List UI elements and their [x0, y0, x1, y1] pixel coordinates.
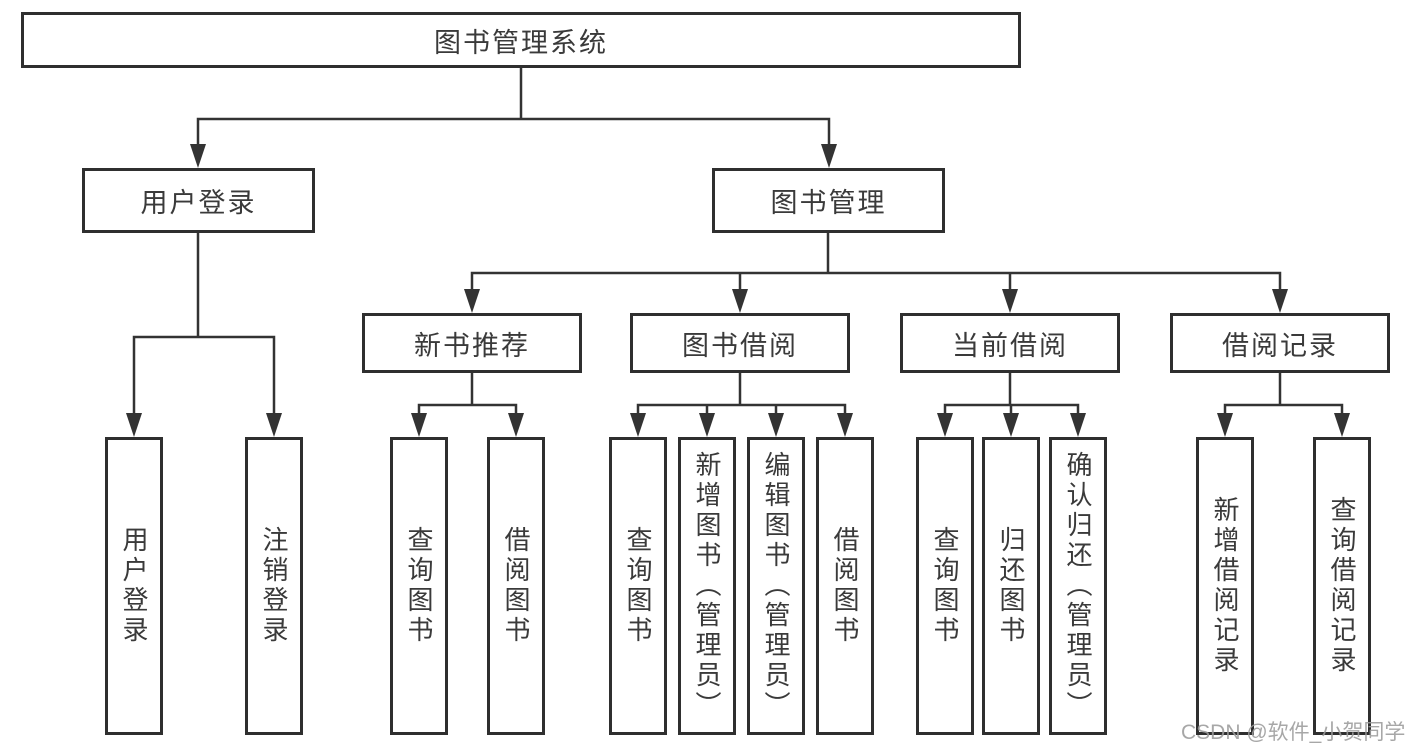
leaf-return-books: 归还图书 — [982, 437, 1040, 735]
connector-borrow-records-to-leaves — [1223, 373, 1344, 417]
leaf-user-login: 用户登录 — [105, 437, 163, 735]
leaf-confirm-return-admin: 确认归还（管理员） — [1049, 437, 1107, 735]
node-library-management-system: 图书管理系统 — [21, 12, 1021, 68]
leaf-borrow-books-borrowing: 借阅图书 — [816, 437, 874, 735]
node-user-login: 用户登录 — [82, 168, 315, 233]
node-book-management: 图书管理 — [712, 168, 945, 233]
leaf-add-book-admin: 新增图书（管理员） — [678, 437, 736, 735]
leaf-logout: 注销登录 — [245, 437, 303, 735]
connector-book-management-to-modules — [470, 233, 1282, 293]
node-current-borrowing: 当前借阅 — [900, 313, 1120, 373]
node-book-borrowing: 图书借阅 — [630, 313, 850, 373]
connector-current-borrowing-to-leaves — [943, 373, 1080, 417]
connector-new-book-to-leaves — [417, 373, 518, 417]
leaf-query-books-recommend: 查询图书 — [390, 437, 448, 735]
connector-user-login-to-leaves — [132, 233, 276, 417]
connector-book-borrowing-to-leaves — [636, 373, 847, 417]
node-new-book-recommendation: 新书推荐 — [362, 313, 582, 373]
leaf-query-books-current: 查询图书 — [916, 437, 974, 735]
leaf-add-borrow-record: 新增借阅记录 — [1196, 437, 1254, 735]
leaf-query-borrow-record: 查询借阅记录 — [1313, 437, 1371, 735]
connector-root-to-branches — [196, 68, 831, 148]
node-borrowing-records: 借阅记录 — [1170, 313, 1390, 373]
watermark-text: CSDN @软件_小贺同学 — [1181, 721, 1405, 744]
leaf-edit-book-admin: 编辑图书（管理员） — [747, 437, 805, 735]
leaf-borrow-books-recommend: 借阅图书 — [487, 437, 545, 735]
leaf-query-books-borrowing: 查询图书 — [609, 437, 667, 735]
